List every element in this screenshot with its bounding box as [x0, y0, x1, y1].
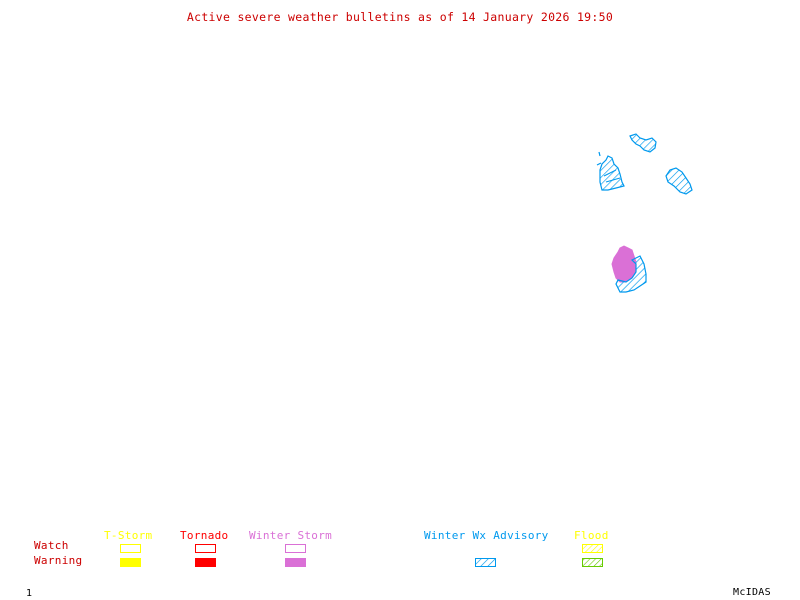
frame-number: 1 — [26, 588, 33, 599]
legend-winterstorm-watch-swatch — [285, 544, 306, 553]
legend-header-winter-storm: Winter Storm — [249, 529, 333, 542]
bulletin-title: Active severe weather bulletins as of 14… — [186, 10, 614, 24]
legend-tornado-watch-swatch — [195, 544, 216, 553]
advisory-region-northeast-2 — [665, 167, 693, 195]
legend-header-flood: Flood — [574, 529, 609, 542]
legend-row-warning: Warning — [34, 554, 83, 567]
legend-header-tornado: Tornado — [180, 529, 229, 542]
legend-winterstorm-warning-swatch — [285, 558, 306, 567]
legend-flood-watch-swatch — [582, 544, 603, 553]
legend-tstorm-watch-swatch — [120, 544, 141, 553]
legend-flood-warning-swatch — [582, 558, 603, 567]
advisory-region-midatlantic — [615, 255, 647, 293]
advisory-region-northeast-3 — [596, 151, 625, 191]
legend-header-tstorm: T-Storm — [104, 529, 153, 542]
advisory-region-northeast-1 — [629, 133, 657, 153]
legend-row-watch: Watch — [34, 539, 69, 552]
software-label: McIDAS — [733, 587, 771, 598]
legend-tornado-warning-swatch — [195, 558, 216, 567]
legend-header-winter-wx-advisory: Winter Wx Advisory — [424, 529, 549, 542]
legend-tstorm-warning-swatch — [120, 558, 141, 567]
legend-winterwx-advisory-swatch — [475, 558, 496, 567]
